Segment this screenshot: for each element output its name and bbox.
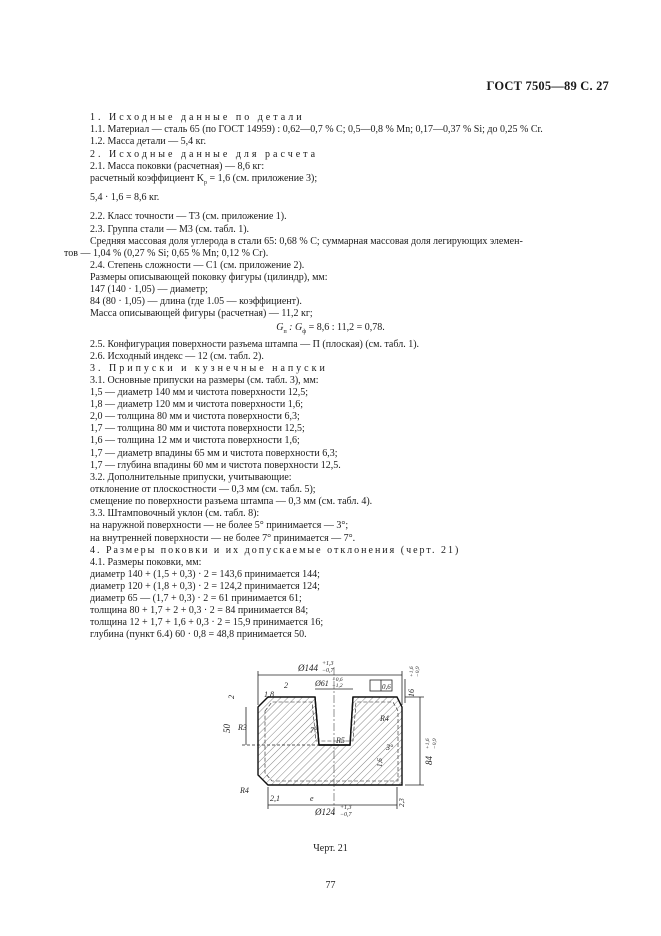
text-line: 3.2. Дополнительные припуски, учитывающи… <box>90 472 292 483</box>
text-line: глубина (пункт 6.4) 60 · 0,8 = 48,8 прин… <box>90 629 307 640</box>
page-number: 77 <box>325 880 336 891</box>
text-line: 1,7 — глубина впадины 60 мм и чистота по… <box>90 460 341 471</box>
section-heading-2: 2. Исходные данные для расчета <box>90 149 319 160</box>
forging-section <box>257 696 403 786</box>
text-line: тов — 1,04 % (0,27 % Si; 0,65 % Mn; 0,12… <box>64 248 269 259</box>
text-line: отклонение от плоскостности — 0,3 мм (см… <box>90 484 316 495</box>
text-line: 2,0 — толщина 80 мм и чистота поверхност… <box>90 411 300 422</box>
text-line: толщина 80 + 1,7 + 2 + 0,3 · 2 = 84 прин… <box>90 605 309 616</box>
text-line: 2.1. Масса поковки (расчетная) — 8,6 кг: <box>90 161 265 172</box>
text-line: Средняя массовая доля углерода в стали 6… <box>90 236 523 247</box>
dim-d124-tol-up: +1,3 <box>340 805 352 811</box>
angle-7: 7° <box>310 726 318 735</box>
radius-r4-bottom: R4 <box>239 786 249 795</box>
dim-2-3: 2,3 <box>398 798 406 807</box>
dim-16-tol-down: −0,9 <box>415 666 421 677</box>
text-line: Масса описывающей фигуры (расчетная) — 1… <box>90 308 313 319</box>
dim-d124: Ø124 <box>314 807 335 817</box>
text-line: 2.5. Конфигурация поверхности разъема шт… <box>90 339 420 350</box>
subscript: р <box>203 180 207 186</box>
text-line: расчетный коэффициент Kр = 1,6 (см. прил… <box>90 173 317 189</box>
dim-2-top: 2 <box>284 681 288 690</box>
dim-2-1: 2,1 <box>270 794 280 803</box>
section-heading-1: 1. Исходные данные по детали <box>90 112 305 123</box>
text-line: смещение по поверхности разъема штампа —… <box>90 496 373 507</box>
dim-16: 16 <box>407 689 416 697</box>
text-line: 2.2. Класс точности — Т3 (см. приложение… <box>90 211 287 222</box>
page-header: ГОСТ 7505—89 С. 27 <box>486 79 609 93</box>
text-line: 1,5 — диаметр 140 мм и чистота поверхнос… <box>90 387 308 398</box>
text-line: 1.1. Материал — сталь 65 (по ГОСТ 14959)… <box>90 124 543 135</box>
dim-d124-tol-down: −0,7 <box>340 812 353 818</box>
text-line: 1,7 — диаметр впадины 65 мм и чистота по… <box>90 448 338 459</box>
text-line: толщина 12 + 1,7 + 1,6 + 0,3 · 2 = 15,9 … <box>90 617 324 628</box>
subscript: п <box>283 329 287 335</box>
dim-84-tol-down: −0,9 <box>432 738 438 749</box>
text-line: 2.4. Степень сложности — С1 (см. приложе… <box>90 260 305 271</box>
dim-d61-tol-down: −1,2 <box>332 683 343 689</box>
subscript: ф <box>302 329 307 335</box>
text-part: : G <box>286 322 303 333</box>
dim-84-tol-up: +1,6 <box>425 738 431 749</box>
part-contour <box>264 701 399 782</box>
section-heading-4: 4. Размеры поковки и их допускаемые откл… <box>90 545 461 556</box>
dim-16-tol-up: +1,6 <box>409 666 415 677</box>
dim-84: 84 <box>424 756 434 766</box>
text-part: = 1,6 (см. приложение 3); <box>206 173 318 184</box>
formula-line: Gп : Gф = 8,6 : 11,2 = 0,78. <box>0 322 661 338</box>
text-line: 84 (80 · 1,05) — длина (где 1.05 — коэфф… <box>90 296 302 307</box>
text-line: 147 (140 · 1,05) — диаметр; <box>90 284 208 295</box>
text-line: диаметр 140 + (1,5 + 0,3) · 2 = 143,6 пр… <box>90 569 320 580</box>
text-line: 1,7 — толщина 80 мм и чистота поверхност… <box>90 423 305 434</box>
text-line: 4.1. Размеры поковки, мм: <box>90 557 202 568</box>
flatness-value: 0,6 <box>382 683 391 691</box>
dim-d144: Ø144 <box>297 663 318 673</box>
section-heading-3: 3. Припуски и кузнечные напуски <box>90 363 328 374</box>
text-line: 1,6 — толщина 12 мм и чистота поверхност… <box>90 435 300 446</box>
formula-line: 5,4 · 1,6 = 8,6 кг. <box>90 192 160 203</box>
forging-drawing: Ø144 +1,3 −0,7 Ø61 +0,6 −1,2 Ø124 +1,3 −… <box>222 661 438 818</box>
radius-r3: R3 <box>237 723 247 732</box>
text-line: Размеры описывающей поковку фигуры (цили… <box>90 272 328 283</box>
dim-1-6: 1,6 <box>376 758 384 767</box>
text-line: 3.1. Основные припуски на размеры (см. т… <box>90 375 319 386</box>
radius-r4-top: R4 <box>379 714 389 723</box>
text-line: 1,8 — диаметр 120 мм и чистота поверхнос… <box>90 399 303 410</box>
text-part: = 8,6 : 11,2 = 0,78. <box>306 322 385 333</box>
text-line: диаметр 120 + (1,8 + 0,3) · 2 = 124,2 пр… <box>90 581 320 592</box>
radius-r5: R5 <box>335 736 345 745</box>
text-line: 1.2. Масса детали — 5,4 кг. <box>90 136 206 147</box>
text-line: на наружной поверхности — не более 5° пр… <box>90 520 349 531</box>
text-line: 2.6. Исходный индекс — 12 (см. табл. 2). <box>90 351 264 362</box>
dim-d61-tol-up: +0,6 <box>332 677 343 683</box>
angle-3: 3° <box>385 743 394 752</box>
forging-recess <box>314 696 354 746</box>
text-line: 3.3. Штамповочный уклон (см. табл. 8): <box>90 508 260 519</box>
dim-50: 50 <box>222 724 232 734</box>
text-line: на внутренней поверхности — не более 7° … <box>90 533 356 544</box>
text-line: диаметр 65 — (1,7 + 0,3) · 2 = 61 приним… <box>90 593 302 604</box>
dim-2-left: 2 <box>227 695 236 699</box>
dim-d144-tol-up: +1,3 <box>322 661 334 667</box>
dim-1-8: 1,8 <box>264 690 274 699</box>
text-part: расчетный коэффициент K <box>90 173 204 184</box>
text-line: 2.3. Группа стали — М3 (см. табл. 1). <box>90 224 250 235</box>
dim-e: e <box>310 794 314 803</box>
dim-d144-tol-down: −0,7 <box>322 668 335 674</box>
dim-d61: Ø61 <box>314 679 329 688</box>
text-part: G <box>276 322 284 333</box>
figure-caption: Черт. 21 <box>313 843 348 854</box>
